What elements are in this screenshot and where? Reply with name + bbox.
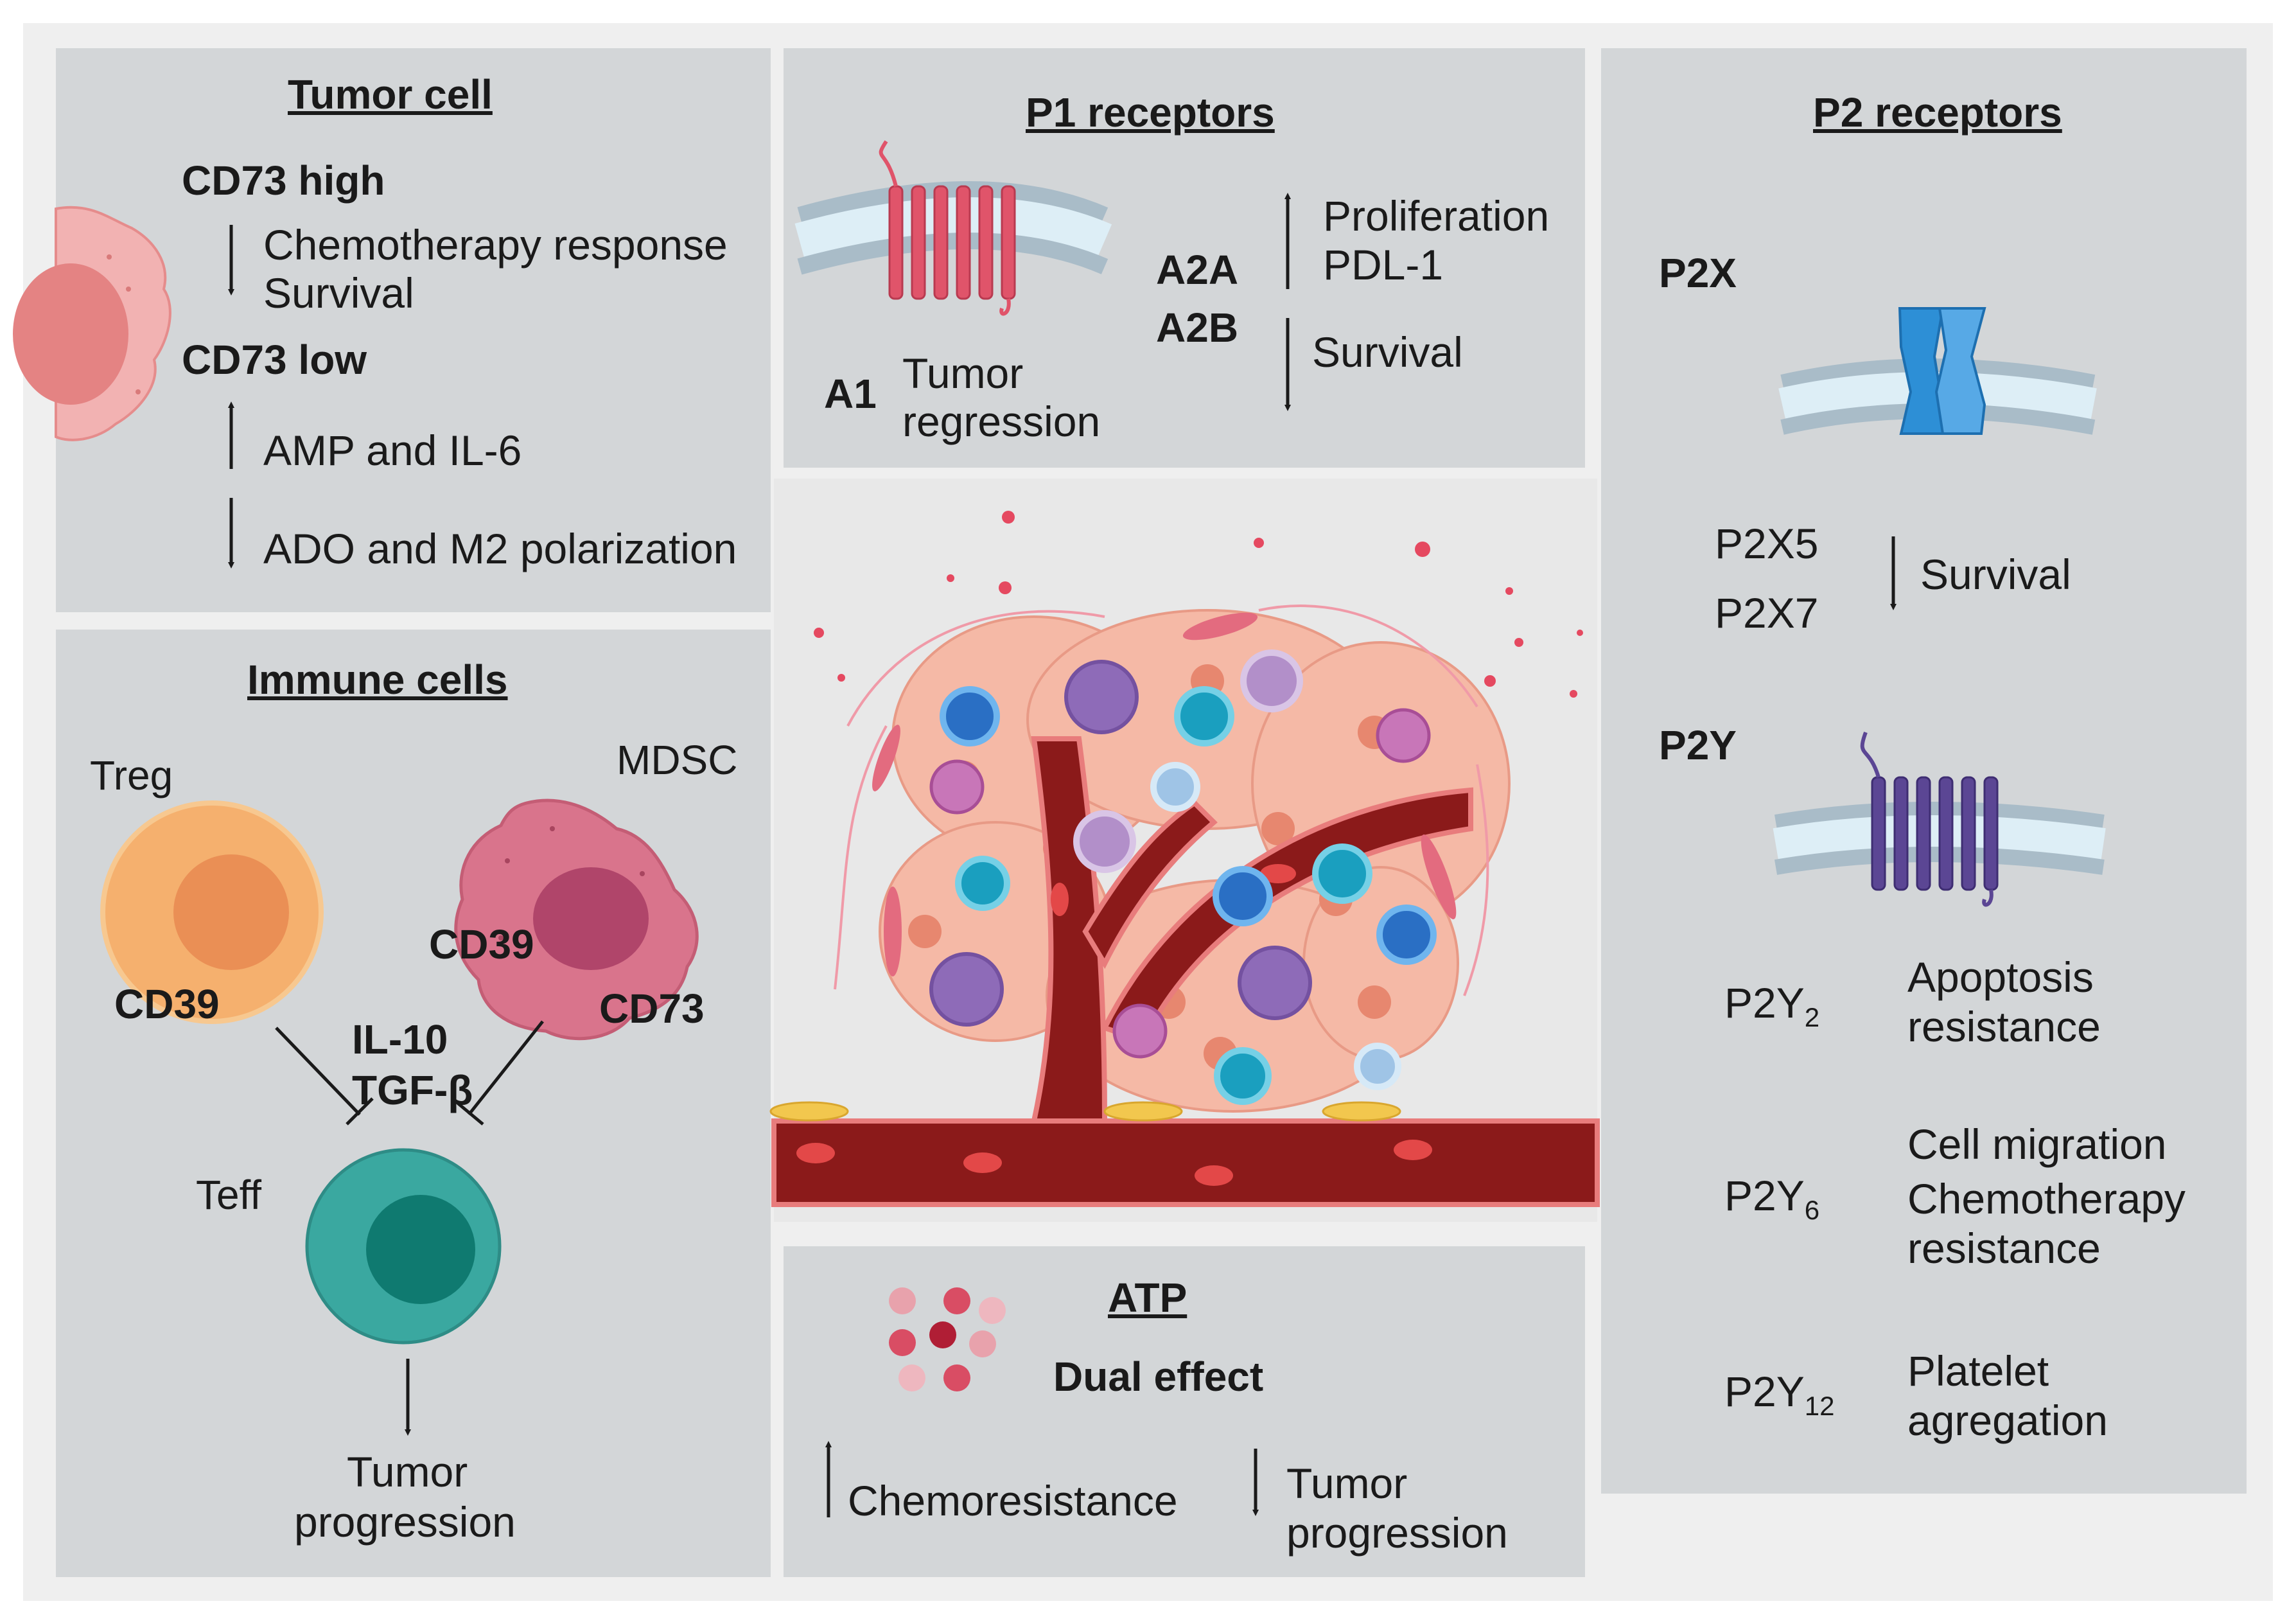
p2y6-effect-line1: Cell migration bbox=[1907, 1120, 2167, 1168]
fibroblast-cells bbox=[872, 612, 1457, 976]
a1-effect-line1: Tumor bbox=[902, 349, 1024, 397]
treg-label: Treg bbox=[90, 752, 173, 799]
p2x-label: P2X bbox=[1659, 250, 1737, 296]
p2y6-effect-line2: Chemotherapy bbox=[1907, 1175, 2186, 1222]
p1-survival-text: Survival bbox=[1312, 328, 1463, 376]
ado-m2-text: ADO and M2 polarization bbox=[263, 525, 737, 572]
amp-il6-text: AMP and IL-6 bbox=[263, 427, 522, 474]
p2y6-label: P2Y6 bbox=[1724, 1172, 1820, 1225]
mdsc-cd39-label: CD39 bbox=[429, 921, 534, 967]
immune-outcome-line1: Tumor bbox=[347, 1448, 468, 1496]
p2y6-effect-line3: resistance bbox=[1907, 1224, 2101, 1272]
teff-cell-icon bbox=[305, 1148, 502, 1345]
tumor-cell-icon bbox=[13, 206, 171, 441]
p2y-receptor-icon bbox=[1860, 731, 1999, 907]
stroma-fibers bbox=[834, 605, 1489, 996]
p2x-survival-text: Survival bbox=[1920, 551, 2071, 598]
a2a-label: A2A bbox=[1156, 247, 1239, 293]
tumor-microenvironment-illustration bbox=[769, 511, 1600, 1207]
p2y12-effect-line2: agregation bbox=[1907, 1397, 2108, 1444]
p2y2-effect-line2: resistance bbox=[1907, 1003, 2101, 1050]
red-blood-cells bbox=[796, 864, 1432, 1186]
p2-receptors-panel bbox=[1601, 48, 2247, 1494]
endothelial-cells bbox=[769, 1101, 1401, 1122]
atp-progression-text: progression bbox=[1286, 1509, 1508, 1557]
tumor-cell-panel bbox=[56, 48, 771, 612]
cd73-high-label: CD73 high bbox=[182, 157, 385, 204]
mdsc-label: MDSC bbox=[617, 737, 738, 783]
p2y2-label: P2Y2 bbox=[1724, 979, 1820, 1032]
chemoresistance-text: Chemoresistance bbox=[848, 1477, 1178, 1524]
survival-text: Survival bbox=[263, 269, 414, 317]
immune-cells-panel bbox=[56, 630, 771, 1577]
p1-membrane-icon bbox=[794, 181, 1112, 275]
p2y-membrane-icon bbox=[1773, 802, 2106, 875]
proliferation-text: Proliferation bbox=[1323, 192, 1550, 240]
a2b-label: A2B bbox=[1156, 304, 1239, 351]
cd73-low-label: CD73 low bbox=[182, 337, 367, 383]
immune-cells-title: Immune cells bbox=[247, 657, 508, 703]
p1-receptors-title: P1 receptors bbox=[1026, 89, 1275, 136]
atp-panel bbox=[784, 1246, 1585, 1577]
a-receptor-icon bbox=[879, 140, 1016, 316]
tgfb-label: TGF-β bbox=[352, 1067, 473, 1113]
p2x7-label: P2X7 bbox=[1715, 589, 1819, 637]
atp-particles bbox=[814, 511, 1583, 698]
p2y-label: P2Y bbox=[1659, 722, 1737, 768]
pdl1-text: PDL-1 bbox=[1323, 241, 1444, 288]
atp-arrows bbox=[825, 1441, 1259, 1517]
p2x-channel-icon bbox=[1898, 307, 1986, 435]
atp-title: ATP bbox=[1108, 1275, 1187, 1321]
a1-label: A1 bbox=[824, 371, 877, 417]
macrophage-cells bbox=[929, 708, 1431, 1059]
atp-tumor-text: Tumor bbox=[1286, 1460, 1408, 1507]
p2y2-effect-line1: Apoptosis bbox=[1907, 953, 2094, 1001]
p2x5-label: P2X5 bbox=[1715, 520, 1819, 567]
a1-effect-line2: regression bbox=[902, 398, 1101, 445]
p2y12-effect-line1: Platelet bbox=[1907, 1347, 2049, 1395]
p2y12-label: P2Y12 bbox=[1724, 1368, 1835, 1421]
dual-effect-label: Dual effect bbox=[1053, 1354, 1264, 1400]
il10-label: IL-10 bbox=[352, 1016, 448, 1063]
mdsc-cd73-label: CD73 bbox=[599, 985, 705, 1032]
immune-infiltrate-cells bbox=[940, 649, 1437, 1105]
teff-label: Teff bbox=[196, 1172, 261, 1218]
inhibition-lines bbox=[275, 1020, 544, 1125]
atp-molecule-icon bbox=[889, 1287, 1006, 1391]
dendritic-cells bbox=[929, 660, 1312, 1027]
immune-outcome-line2: progression bbox=[294, 1498, 516, 1546]
p2-receptors-title: P2 receptors bbox=[1813, 89, 2062, 136]
treg-cd39-label: CD39 bbox=[114, 981, 220, 1027]
tumor-cell-title: Tumor cell bbox=[288, 71, 493, 118]
chemotherapy-response-text: Chemotherapy response bbox=[263, 221, 728, 269]
blood-vessel bbox=[771, 736, 1600, 1207]
mdsc-cell-icon bbox=[454, 799, 699, 1041]
treg-cell-icon bbox=[100, 800, 324, 1024]
